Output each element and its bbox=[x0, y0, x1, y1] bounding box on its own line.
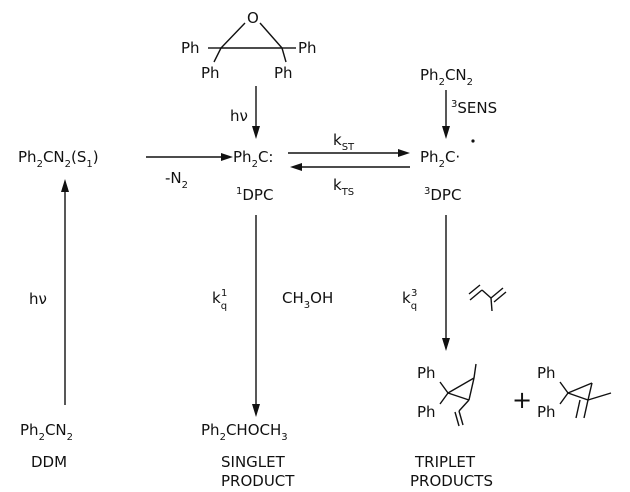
arrowhead bbox=[442, 126, 450, 139]
epoxide-oxygen: O bbox=[247, 9, 259, 27]
arrowhead bbox=[61, 179, 69, 192]
bond bbox=[469, 289, 483, 301]
bond bbox=[490, 297, 493, 312]
epoxide-co-bond-left bbox=[220, 22, 246, 49]
sensitizer-label: 3SENS bbox=[451, 99, 497, 117]
bond bbox=[458, 410, 464, 426]
ddm-ground-state: Ph2CN2 bbox=[20, 421, 73, 443]
bond bbox=[559, 392, 569, 405]
epoxide-structure: O Ph Ph Ph Ph bbox=[181, 9, 317, 82]
phenyl-label: Ph bbox=[201, 64, 220, 82]
bond bbox=[583, 399, 589, 419]
phenyl-label: Ph bbox=[298, 39, 317, 57]
bond bbox=[447, 377, 475, 394]
arrowhead bbox=[290, 163, 302, 171]
cyclopropane-product-2: Ph Ph bbox=[537, 364, 612, 421]
bond bbox=[213, 47, 222, 63]
arrowhead bbox=[398, 149, 410, 157]
bond bbox=[575, 399, 581, 419]
singlet-product-label-line1: SINGLET bbox=[221, 453, 286, 471]
triplet-products-label-line2: PRODUCTS bbox=[410, 472, 493, 490]
arrowhead bbox=[252, 126, 260, 139]
ddm-top-right: Ph2CN2 bbox=[420, 66, 473, 88]
bond bbox=[447, 392, 470, 401]
bond bbox=[493, 291, 507, 303]
bond bbox=[458, 399, 470, 412]
arrowhead bbox=[221, 153, 233, 161]
ether-product: Ph2CHOCH3 bbox=[201, 421, 288, 443]
cyclopropane-product-1: Ph Ph bbox=[417, 363, 477, 427]
phenyl-label: Ph bbox=[274, 64, 293, 82]
bond bbox=[468, 284, 481, 295]
phenyl-label: Ph bbox=[417, 364, 436, 382]
kst-label: kST bbox=[333, 131, 355, 153]
bond bbox=[281, 47, 287, 63]
bond bbox=[490, 287, 504, 299]
triplet-products-label-line1: TRIPLET bbox=[414, 453, 476, 471]
bond bbox=[587, 392, 612, 401]
triplet-dpc-label: 3DPC bbox=[424, 186, 461, 204]
bond bbox=[481, 289, 492, 299]
plus-sign: + bbox=[512, 386, 532, 414]
hv-label-left: hν bbox=[29, 290, 47, 308]
bond bbox=[468, 377, 475, 401]
kq1-label: kq1 bbox=[212, 288, 227, 312]
isoprene-structure bbox=[468, 284, 507, 312]
kq3-label: kq3 bbox=[402, 288, 417, 312]
bond bbox=[567, 382, 593, 394]
bond bbox=[587, 382, 593, 401]
hv-label-top: hν bbox=[230, 107, 248, 125]
phenyl-label: Ph bbox=[417, 403, 436, 421]
arrowhead bbox=[442, 338, 450, 351]
ddm-excited-state: Ph2CN2(S1) bbox=[18, 148, 99, 170]
phenyl-label: Ph bbox=[537, 364, 556, 382]
phenyl-label: Ph bbox=[181, 39, 200, 57]
singlet-dpc-label: 1DPC bbox=[236, 186, 273, 204]
triplet-carbene: Ph2C· bbox=[420, 148, 460, 170]
epoxide-co-bond-right bbox=[259, 22, 283, 49]
bond bbox=[439, 392, 449, 405]
ddm-label: DDM bbox=[31, 453, 67, 471]
methanol-label: CH3OH bbox=[282, 289, 333, 311]
bond bbox=[473, 363, 477, 379]
bond bbox=[559, 381, 569, 394]
kts-label: kTS bbox=[333, 176, 354, 198]
singlet-carbene: Ph2C: bbox=[233, 148, 273, 170]
bond bbox=[454, 411, 460, 427]
arrowhead bbox=[252, 404, 260, 417]
singlet-product-label-line2: PRODUCT bbox=[221, 472, 295, 490]
radical-dot bbox=[471, 139, 475, 143]
bond bbox=[567, 392, 589, 401]
minus-n2-label: -N2 bbox=[165, 169, 188, 191]
bond bbox=[439, 381, 449, 394]
phenyl-label: Ph bbox=[537, 403, 556, 421]
